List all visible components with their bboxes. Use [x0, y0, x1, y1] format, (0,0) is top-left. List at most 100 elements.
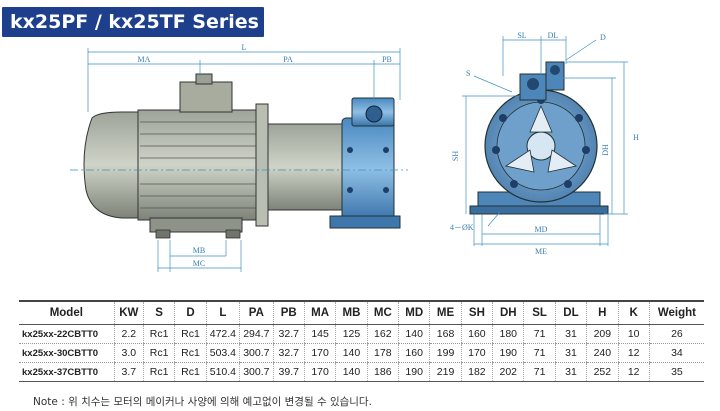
- column-header: Model: [19, 300, 115, 325]
- pump-head-side-view: [329, 97, 401, 229]
- table-cell: 32.7: [272, 324, 305, 344]
- column-header: DH: [492, 300, 524, 325]
- dim-label-md: MD: [535, 225, 548, 234]
- table-row: kx25xx-37CBTT0 3.7 Rc1 Rc1 510.4 300.7 3…: [19, 362, 704, 382]
- dim-label-mb: MB: [193, 246, 205, 255]
- dim-label-me: ME: [535, 247, 547, 256]
- table-cell: 160: [397, 343, 430, 363]
- dim-label-d: D: [600, 33, 606, 42]
- table-cell: 71: [523, 343, 556, 363]
- table-cell: 3.0: [113, 343, 144, 363]
- table-cell: 472.4: [205, 324, 240, 344]
- table-cell: 140: [335, 343, 368, 363]
- table-cell: 10: [617, 324, 650, 344]
- table-cell: 71: [523, 362, 556, 382]
- page-title: kx25PF / kx25TF Series: [2, 7, 264, 37]
- table-cell: Rc1: [174, 343, 207, 363]
- table-cell: 170: [303, 343, 336, 363]
- motor-side-view: [83, 73, 345, 239]
- column-header: KW: [113, 300, 144, 325]
- column-header: K: [617, 300, 650, 325]
- table-cell: 240: [586, 343, 619, 363]
- table-cell: 31: [554, 324, 587, 344]
- table-cell: 31: [554, 343, 587, 363]
- table-cell: Rc1: [142, 362, 175, 382]
- table-cell: 190: [492, 343, 524, 363]
- table-cell: 190: [397, 362, 430, 382]
- front-view-dimensions: SL DL D S SH DH H MD ME 4－ØK: [450, 31, 639, 256]
- spec-table: Model KW S D L PA PB MA MB MC MD ME SH D…: [19, 300, 704, 382]
- column-header: DL: [554, 300, 587, 325]
- side-view-dimensions: L MA PA PB MB MC: [87, 43, 401, 272]
- table-cell: 162: [366, 324, 399, 344]
- table-cell: 294.7: [239, 324, 274, 344]
- table-cell: 219: [429, 362, 462, 382]
- table-cell: 125: [335, 324, 368, 344]
- table-cell: 140: [397, 324, 430, 344]
- table-cell: 300.7: [239, 343, 274, 363]
- column-header: L: [205, 300, 240, 325]
- dim-label-pa: PA: [283, 55, 293, 64]
- table-cell: 510.4: [205, 362, 240, 382]
- column-header: Weight: [648, 300, 704, 325]
- column-header: MD: [397, 300, 430, 325]
- table-cell-model: kx25xx-22CBTT0: [19, 324, 115, 344]
- column-header: D: [174, 300, 207, 325]
- dim-label-sl: SL: [517, 31, 526, 40]
- column-header: MB: [335, 300, 368, 325]
- pump-front-view: [469, 61, 609, 215]
- column-header: ME: [429, 300, 462, 325]
- table-cell: 3.7: [113, 362, 144, 382]
- table-cell: 35: [648, 362, 704, 382]
- table-cell: 209: [586, 324, 619, 344]
- table-row: kx25xx-22CBTT0 2.2 Rc1 Rc1 472.4 294.7 3…: [19, 324, 704, 344]
- table-cell: 178: [366, 343, 399, 363]
- column-header: SH: [460, 300, 493, 325]
- table-cell-model: kx25xx-37CBTT0: [19, 362, 115, 382]
- column-header: PB: [272, 300, 305, 325]
- table-cell: 170: [303, 362, 336, 382]
- table-cell: 71: [523, 324, 556, 344]
- dim-label-dl: DL: [548, 31, 559, 40]
- table-cell: 168: [429, 324, 462, 344]
- dim-label-k: 4－ØK: [450, 223, 474, 232]
- table-cell: 252: [586, 362, 619, 382]
- table-cell: 12: [617, 343, 650, 363]
- table-cell: 34: [648, 343, 704, 363]
- table-cell: 300.7: [239, 362, 274, 382]
- table-cell: 170: [460, 343, 493, 363]
- table-cell: 199: [429, 343, 462, 363]
- table-cell: 39.7: [272, 362, 305, 382]
- table-cell: 140: [335, 362, 368, 382]
- table-cell: Rc1: [142, 324, 175, 344]
- table-row: kx25xx-30CBTT0 3.0 Rc1 Rc1 503.4 300.7 3…: [19, 343, 704, 363]
- column-header: SL: [523, 300, 556, 325]
- table-cell-model: kx25xx-30CBTT0: [19, 343, 115, 363]
- table-cell: 182: [460, 362, 493, 382]
- table-cell: 31: [554, 362, 587, 382]
- table-cell: 2.2: [113, 324, 144, 344]
- table-cell: 26: [648, 324, 704, 344]
- column-header: MC: [366, 300, 399, 325]
- dim-label-sh: SH: [451, 151, 460, 161]
- table-cell: 180: [492, 324, 524, 344]
- table-cell: Rc1: [174, 324, 207, 344]
- table-header-row: Model KW S D L PA PB MA MB MC MD ME SH D…: [19, 300, 704, 325]
- table-cell: Rc1: [174, 362, 207, 382]
- table-cell: 32.7: [272, 343, 305, 363]
- table-cell: 202: [492, 362, 524, 382]
- dim-label-pb: PB: [382, 55, 392, 64]
- table-cell: 503.4: [205, 343, 240, 363]
- column-header: MA: [303, 300, 336, 325]
- column-header: PA: [239, 300, 274, 325]
- dim-label-h: H: [633, 133, 639, 142]
- table-cell: 145: [303, 324, 336, 344]
- pump-dimension-drawing: L MA PA PB MB MC: [70, 31, 639, 272]
- table-cell: Rc1: [142, 343, 175, 363]
- dim-label-s: S: [466, 69, 470, 78]
- table-cell: 186: [366, 362, 399, 382]
- dim-label-l: L: [242, 43, 247, 52]
- dim-label-mc: MC: [193, 259, 205, 268]
- footnote: Note : 위 치수는 모터의 메이커나 사양에 의해 예고없이 변경될 수 …: [33, 396, 372, 408]
- table-cell: 160: [460, 324, 493, 344]
